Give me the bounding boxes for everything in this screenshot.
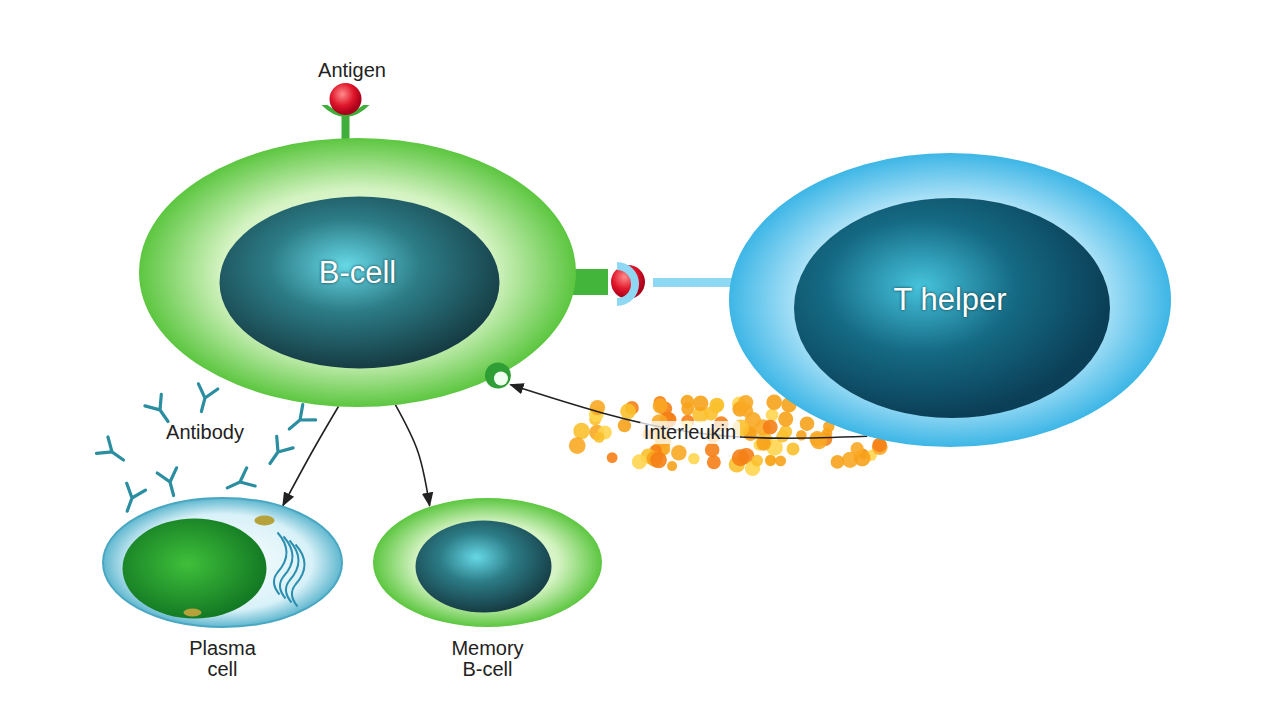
memory-cell: Memory B-cell — [370, 495, 605, 680]
interleukin-dot — [740, 404, 753, 417]
interleukin-dot — [776, 430, 788, 442]
interleukin-dot — [811, 433, 828, 450]
antigen-ball — [330, 83, 362, 115]
cell-name: T helper — [893, 282, 1006, 318]
interleukin-dot — [671, 445, 687, 461]
antigen-label: Antigen — [318, 59, 386, 82]
antibody-label: Antibody — [166, 421, 244, 444]
t-helper-cell: T helper — [725, 150, 1175, 450]
plasma-cell: Plasma cell — [100, 495, 345, 680]
interleukin-dot — [707, 455, 721, 469]
antibody-symbol — [192, 384, 218, 414]
antibody-symbol — [118, 483, 146, 514]
interleukin-dot — [620, 404, 636, 420]
interleukin-dot — [569, 437, 586, 454]
antibody-symbol — [223, 468, 255, 497]
interleukin-dot — [632, 454, 647, 469]
interleukin-dot — [766, 409, 779, 422]
nucleus — [220, 197, 500, 369]
interleukin-dot — [688, 453, 699, 464]
interleukin-dot — [705, 443, 720, 458]
interleukin-dot — [800, 416, 815, 431]
interleukin-dot — [607, 452, 618, 463]
interleukin-dot — [650, 452, 667, 469]
cell-name: B-cell — [319, 255, 397, 291]
t-cell-receptor-cup — [617, 262, 639, 306]
interleukin-dot — [766, 394, 782, 410]
interleukin-dot — [778, 412, 793, 427]
interleukin-dot — [751, 455, 763, 467]
b-cell: B-cell — [135, 135, 580, 410]
cell-outline — [100, 495, 345, 630]
interleukin-receptor — [485, 363, 511, 389]
interleukin-dot — [732, 449, 749, 466]
antibody-symbol — [96, 437, 129, 468]
interleukin-dot — [765, 455, 776, 466]
interleukin-dot — [693, 396, 709, 412]
interleukin-dot — [573, 423, 590, 440]
arrow-connector — [395, 405, 429, 506]
interleukin-dot — [594, 432, 605, 443]
antibody-symbol — [283, 405, 316, 437]
nucleus — [416, 521, 552, 613]
interleukin-dot — [763, 420, 778, 435]
nucleus — [794, 198, 1110, 418]
arrow-connector — [283, 406, 339, 505]
cell-name: Memory B-cell — [451, 638, 523, 680]
interleukin-dot — [851, 442, 864, 455]
antibody-symbol — [262, 436, 293, 469]
edge-label: Interleukin — [640, 421, 740, 444]
interleukin-dot — [681, 403, 694, 416]
interleukin-dot — [709, 398, 724, 413]
cell-outline — [370, 495, 605, 630]
interleukin-dot — [667, 461, 677, 471]
interleukin-dot — [831, 455, 845, 469]
interleukin-dot — [653, 398, 668, 413]
t-cell-receptor — [653, 278, 733, 287]
interleukin-dot — [786, 442, 799, 455]
interleukin-dot — [775, 455, 786, 466]
endoplasmic-reticulum — [274, 533, 305, 607]
antibody-symbol — [157, 468, 183, 498]
cell-name: Plasma cell — [189, 638, 256, 680]
nucleus — [123, 519, 267, 619]
